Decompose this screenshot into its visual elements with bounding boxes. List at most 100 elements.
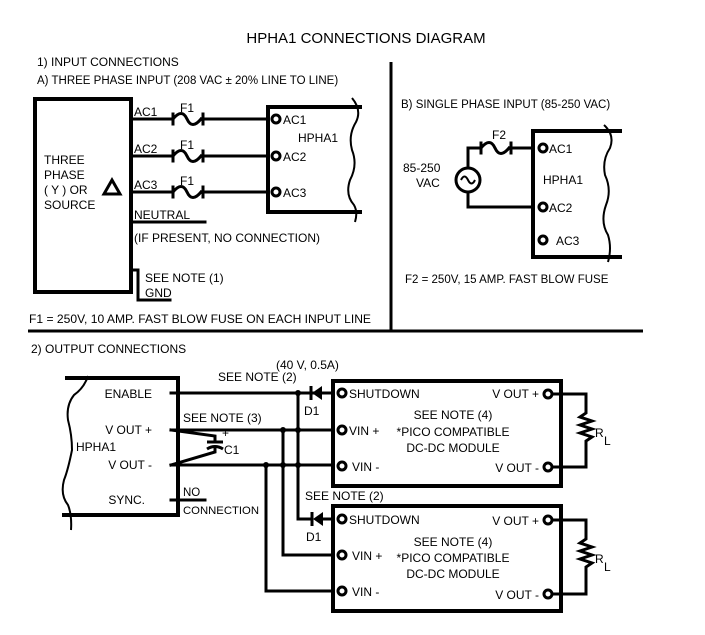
hpha1-output-device: ENABLE V OUT + HPHA1 V OUT - SYNC. (61, 375, 180, 531)
fuse-f2-icon (478, 141, 512, 155)
load-label-sub: L (604, 434, 611, 448)
cap-label: C1 (224, 443, 240, 457)
pin-label-shutdown: SHUTDOWN (349, 513, 420, 527)
bus-vin-minus (264, 463, 333, 593)
terminal-ac2 (537, 201, 549, 213)
delta-icon (101, 176, 123, 196)
source-box (33, 97, 133, 294)
pin-label-vout-plus: V OUT + (105, 423, 152, 437)
diode-icon (313, 512, 323, 526)
source-label-line: THREE (44, 153, 85, 167)
neutral-note: (IF PRESENT, NO CONNECTION) (134, 231, 320, 245)
hpha1-device-a: AC1 AC2 AC3 HPHA1 (266, 97, 362, 223)
module-name: *PICO COMPATIBLE (397, 425, 510, 439)
ac-source-label: 85-250 (403, 161, 441, 175)
break-line (347, 97, 360, 223)
f2-fuse-note: F2 = 250V, 15 AMP. FAST BLOW FUSE (405, 274, 609, 286)
terminal-shutdown (336, 387, 348, 399)
fuse-icon (170, 185, 204, 199)
terminal-ac1 (537, 142, 549, 154)
terminal-label-ac1: AC1 (549, 142, 573, 156)
pin-label-vout-plus: V OUT + (492, 387, 539, 401)
output-wiring: NO CONNECTION + C1 D1 D1 SEE NOTE (2) (169, 386, 384, 593)
three-phase-source: THREE PHASE ( Y ) OR SOURCE (33, 97, 133, 294)
device-label: HPHA1 (543, 173, 583, 187)
fuse-label-f1: F1 (180, 101, 194, 115)
fuse-icon (170, 149, 204, 163)
module-box (331, 504, 563, 613)
device-label: HPHA1 (76, 440, 116, 454)
line-label-ac2: AC2 (134, 142, 158, 156)
module-type: DC-DC MODULE (406, 441, 499, 455)
module-note: SEE NOTE (4) (414, 535, 493, 549)
dc-dc-module-1: SHUTDOWN VIN + VIN - V OUT + V OUT - SEE… (331, 379, 611, 488)
fuse-icon (170, 112, 204, 126)
sync-note: CONNECTION (183, 505, 259, 517)
wire-gnd (129, 268, 172, 302)
output-connections-heading: 2) OUTPUT CONNECTIONS (31, 342, 186, 356)
input-connections-heading: 1) INPUT CONNECTIONS (37, 55, 179, 69)
see-note-2-bottom: SEE NOTE (2) (305, 489, 384, 503)
source-label-line: ( Y ) OR (44, 183, 88, 197)
gnd-note: SEE NOTE (1) (145, 271, 224, 285)
diagram-title: HPHA1 CONNECTIONS DIAGRAM (246, 30, 485, 47)
cap-plus-sign: + (222, 426, 229, 440)
sine-wave-icon (460, 175, 476, 185)
junction-dot (280, 427, 286, 433)
terminal-vin-minus (336, 585, 348, 597)
sync-note: NO (183, 487, 200, 499)
source-label-line: SOURCE (44, 198, 95, 212)
load-label: R (595, 426, 604, 440)
break-line (602, 124, 613, 263)
junction-dot (263, 462, 269, 468)
device-box (531, 129, 622, 259)
see-note-3: SEE NOTE (3) (183, 411, 262, 425)
terminal-label-ac3: AC3 (556, 234, 580, 248)
terminal-label-ac2: AC2 (283, 150, 307, 164)
single-phase-circuit: 85-250 VAC F2 (403, 128, 533, 209)
terminal-vin-plus (336, 424, 348, 436)
dc-dc-module-2: SHUTDOWN VIN + VIN - V OUT + V OUT - SEE… (331, 504, 611, 613)
diode-label-top: D1 (304, 404, 320, 418)
terminal-vin-minus (336, 460, 348, 472)
cap-lead-plus (169, 428, 217, 443)
line-label-ac1: AC1 (134, 105, 158, 119)
load-label-sub: L (604, 560, 611, 574)
module-type: DC-DC MODULE (406, 567, 499, 581)
pin-label-vin-minus: VIN - (352, 460, 379, 474)
junction-dot (295, 427, 301, 433)
pin-label-vout-minus: V OUT - (495, 588, 539, 602)
device-box (62, 376, 180, 517)
device-box (266, 105, 362, 214)
terminal-label-ac1: AC1 (283, 113, 307, 127)
junction-dot (295, 390, 301, 396)
wire-source-bottom (466, 190, 533, 209)
break-line (61, 375, 89, 531)
diode-label-bottom: D1 (306, 530, 322, 544)
pin-label-vout-minus: V OUT - (495, 461, 539, 475)
pin-label-shutdown: SHUTDOWN (349, 387, 420, 401)
fuse-label-f2: F2 (492, 128, 506, 142)
terminal-label-ac3: AC3 (283, 186, 307, 200)
load-resistor-icon (550, 392, 597, 469)
terminal-ac1 (270, 113, 282, 125)
bus-vin-plus (281, 428, 333, 557)
three-phase-heading: A) THREE PHASE INPUT (208 VAC ± 20% LINE… (37, 75, 338, 87)
phase-lines: AC1 F1 AC2 F1 AC3 F1 NEUTRAL (IF PRESENT… (129, 101, 320, 302)
pin-label-vin-minus: VIN - (352, 585, 379, 599)
terminal-vin-plus (336, 549, 348, 561)
terminal-ac3 (270, 186, 282, 198)
wire-source-top (466, 146, 480, 170)
pin-label-vout-minus: V OUT - (108, 458, 152, 472)
ac-source-label: VAC (416, 176, 440, 190)
pin-label-vin-plus: VIN + (349, 424, 379, 438)
fuse-label-f1: F1 (180, 138, 194, 152)
diode-icon (312, 386, 322, 400)
module-note: SEE NOTE (4) (414, 408, 493, 422)
pin-label-vin-plus: VIN + (352, 549, 382, 563)
terminal-ac2 (270, 150, 282, 162)
pin-label-enable: ENABLE (105, 387, 152, 401)
diode-rating: (40 V, 0.5A) (276, 358, 339, 372)
module-name: *PICO COMPATIBLE (397, 551, 510, 565)
